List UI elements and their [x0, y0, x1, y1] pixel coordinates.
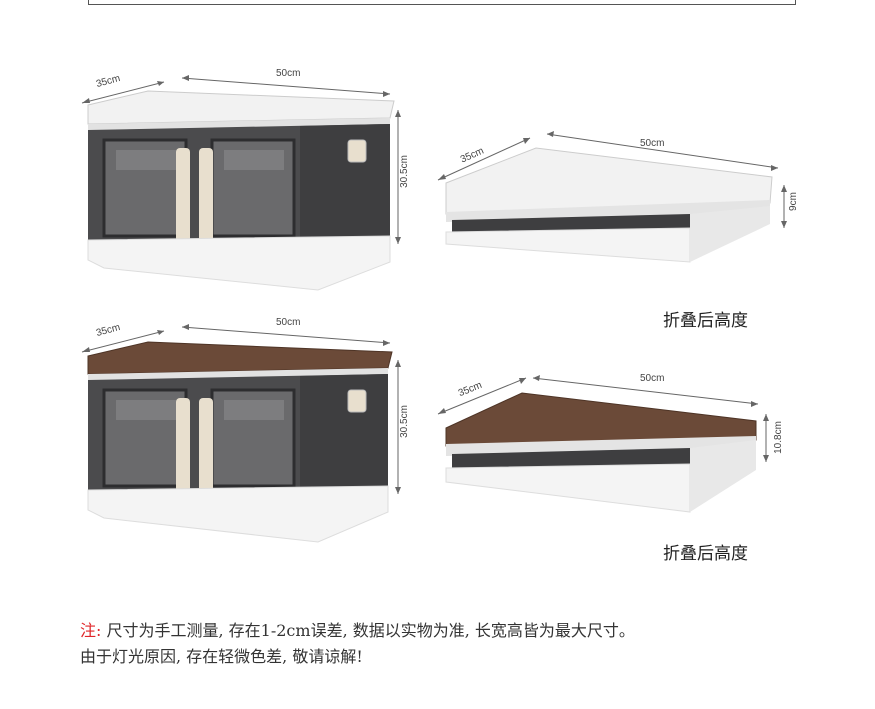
top-frame-line: [88, 0, 796, 5]
box2-caption: 折叠后高度: [663, 311, 748, 331]
note-line-1-text: 尺寸为手工测量, 存在1-2cm误差, 数据以实物为准, 长宽高皆为最大尺寸。: [101, 621, 635, 640]
box4-height-label: 10.8cm: [772, 421, 784, 454]
box4-caption: 折叠后高度: [663, 544, 748, 564]
note-prefix: 注:: [80, 621, 102, 640]
box4-width-label: 50cm: [640, 373, 665, 384]
box3-width-label: 50cm: [276, 317, 301, 328]
box2-width-label: 50cm: [640, 138, 665, 149]
box1-width-label: 50cm: [276, 68, 301, 79]
note-line-2: 由于灯光原因, 存在轻微色差, 敬请谅解!: [80, 647, 363, 666]
note-line-1: 注: 尺寸为手工测量, 存在1-2cm误差, 数据以实物为准, 长宽高皆为最大尺…: [80, 617, 635, 641]
